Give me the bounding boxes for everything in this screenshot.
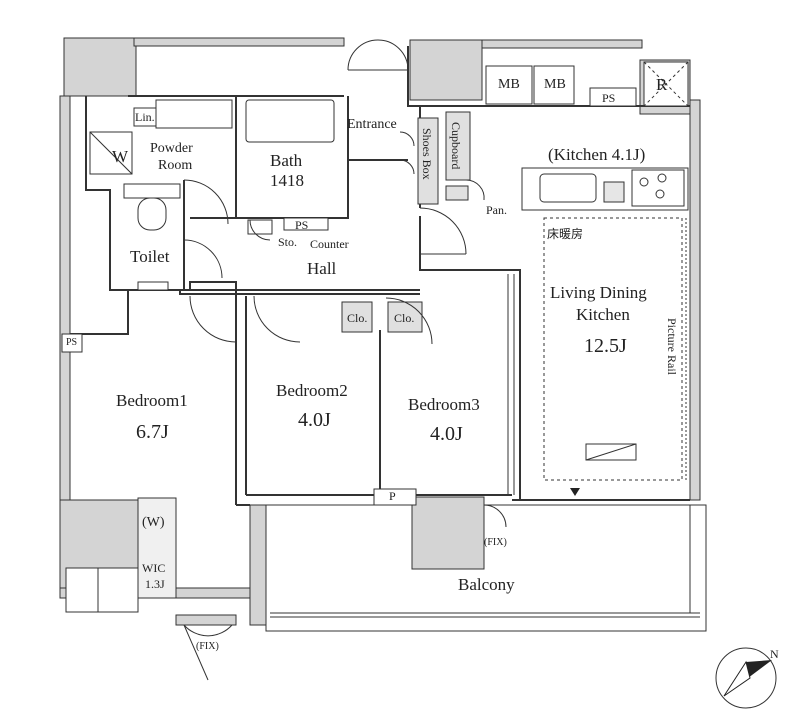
label-kitchen: (Kitchen 4.1J): [548, 145, 646, 164]
label-ldk-size: 12.5J: [584, 335, 627, 357]
label-ps-3: PS: [66, 337, 78, 348]
label-mb-1: MB: [498, 77, 520, 92]
label-ps-1: PS: [295, 218, 309, 232]
label-washer: W: [112, 147, 129, 166]
label-toilet: Toilet: [130, 247, 170, 266]
label-powder-room-2: Room: [158, 158, 193, 173]
mb-box-1: [485, 65, 533, 105]
label-picture-rail: Picture Rail: [665, 318, 679, 375]
label-clo-2: Clo.: [394, 311, 415, 325]
label-bedroom3-size: 4.0J: [430, 423, 463, 445]
label-counter: Counter: [310, 237, 349, 251]
label-ps-2: PS: [602, 91, 616, 105]
closet-bedroom2: [341, 301, 373, 333]
label-bedroom2: Bedroom2: [276, 381, 348, 400]
label-clo-1: Clo.: [347, 311, 368, 325]
label-cupboard: Cupboard: [449, 122, 463, 170]
label-lin: Lin.: [135, 110, 155, 124]
label-bedroom3: Bedroom3: [408, 395, 480, 414]
label-fix-2: (FIX): [196, 641, 219, 652]
label-floor-heating: 床暖房: [547, 227, 584, 241]
door-swings: [183, 39, 507, 681]
label-ldk-2: Kitchen: [576, 305, 630, 324]
label-entrance: Entrance: [347, 117, 397, 132]
toilet-fixture: [137, 197, 167, 231]
label-bath-size: 1418: [270, 171, 304, 190]
closet-bedroom3: [387, 301, 423, 333]
label-fridge: R: [656, 75, 668, 94]
compass: [715, 647, 777, 709]
label-fix-1: (FIX): [484, 537, 507, 548]
ps-box-2: [589, 87, 637, 107]
balcony-area: [265, 504, 707, 632]
bathtub: [245, 99, 335, 143]
wic-area: [137, 497, 177, 599]
floor-heating-area: [543, 217, 683, 481]
label-north: N: [770, 647, 779, 661]
shoes-box-cabinet: [417, 117, 439, 205]
powder-sink: [155, 99, 233, 129]
label-hall: Hall: [307, 259, 337, 278]
cupboard-cabinet: [445, 111, 471, 181]
kitchen-sink: [539, 173, 597, 203]
label-pan: Pan.: [486, 203, 507, 217]
mb-box-2: [533, 65, 575, 105]
label-sto: Sto.: [278, 235, 298, 249]
label-ldk-1: Living Dining: [550, 283, 647, 302]
label-p: P: [389, 489, 396, 503]
label-bedroom2-size: 4.0J: [298, 409, 331, 431]
label-wic-size: 1.3J: [145, 577, 165, 591]
label-powder-room-1: Powder: [150, 141, 193, 156]
label-bedroom1: Bedroom1: [116, 391, 188, 410]
stove: [631, 169, 685, 207]
label-bath: Bath: [270, 151, 303, 170]
label-wic: WIC: [142, 561, 166, 575]
label-mb-2: MB: [544, 77, 566, 92]
label-wic-w: (W): [142, 515, 165, 530]
label-balcony: Balcony: [458, 575, 515, 594]
label-shoes-box: Shoes Box: [420, 128, 434, 180]
label-bedroom1-size: 6.7J: [136, 421, 169, 443]
